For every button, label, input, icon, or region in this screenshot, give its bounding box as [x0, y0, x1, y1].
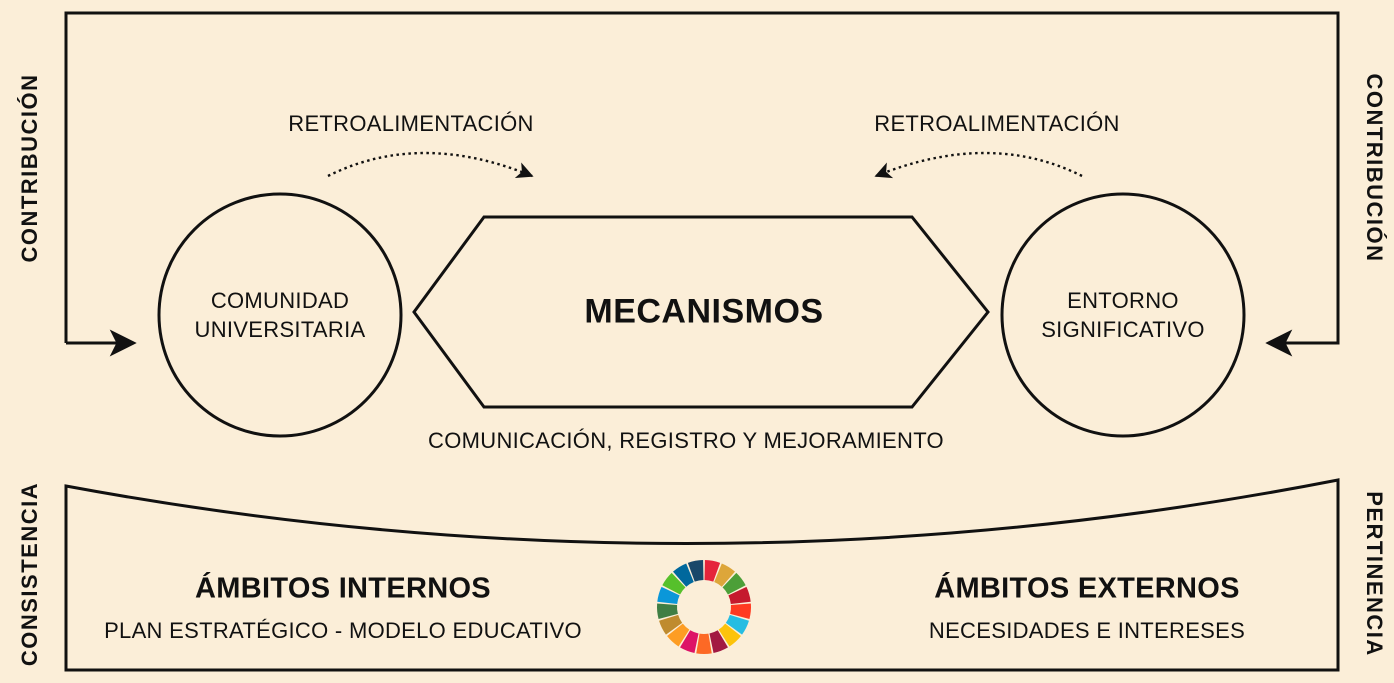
relevance-label: PERTINENCIA: [1362, 491, 1387, 657]
contribution-label-left: CONTRIBUCIÓN: [17, 73, 42, 263]
sdg-wheel-segment: [680, 630, 699, 654]
feedback-arrow-left: [327, 151, 534, 179]
sdg-wheel-segment: [718, 623, 741, 647]
university-community-circle: [157, 192, 403, 438]
sdg-wheel-segment: [728, 586, 751, 604]
environment-label: ENTORNO SIGNIFICATIVO: [1041, 286, 1205, 344]
external-scope-subtitle: NECESIDADES E INTERESES: [928, 618, 1246, 643]
feedback-arrow-right: [874, 151, 1083, 179]
sdg-wheel-segment: [714, 563, 735, 587]
sdg-wheel-segment: [725, 614, 749, 635]
consistency-label: CONSISTENCIA: [17, 481, 42, 667]
sdg-wheel-segment: [709, 630, 728, 654]
sdg-wheel-segment: [659, 614, 683, 635]
sdg-wheel-segment: [687, 560, 704, 582]
internal-scope-title: ÁMBITOS INTERNOS: [195, 572, 491, 605]
environment-line1: ENTORNO: [1067, 288, 1179, 313]
environment-circle: [1000, 192, 1246, 438]
sdg-wheel-segment: [657, 603, 678, 619]
sdg-wheel-segment: [730, 603, 751, 619]
sdg-wheel-segment: [673, 563, 694, 587]
mechanisms-caption: COMUNICACIÓN, REGISTRO Y MEJORAMIENTO: [428, 428, 944, 453]
feedback-label-left: RETROALIMENTACIÓN: [288, 111, 534, 136]
sdg-wheel-segment: [704, 560, 721, 582]
scope-panel: [64, 478, 1340, 672]
university-community-line1: COMUNIDAD: [210, 288, 350, 313]
environment-line2: SIGNIFICATIVO: [1041, 317, 1205, 342]
sdg-wheel-segment: [667, 623, 690, 647]
university-community-label: COMUNIDAD UNIVERSITARIA: [195, 286, 366, 344]
sdg-wheel-segment: [662, 572, 686, 595]
contribution-loop-line: [64, 11, 1340, 357]
sdg-wheel-segment: [722, 572, 746, 595]
sdg-wheel-segment: [696, 633, 712, 655]
internal-scope-subtitle: PLAN ESTRATÉGICO - MODELO EDUCATIVO: [104, 618, 582, 643]
mechanisms-label: MECANISMOS: [584, 292, 824, 331]
sdg-wheel-icon: [657, 560, 751, 655]
feedback-label-right: RETROALIMENTACIÓN: [874, 111, 1120, 136]
mechanisms-hexagon: [412, 215, 990, 409]
contribution-label-right: CONTRIBUCIÓN: [1362, 73, 1387, 263]
university-community-line2: UNIVERSITARIA: [194, 317, 366, 342]
sdg-wheel-segment: [657, 586, 680, 604]
external-scope-title: ÁMBITOS EXTERNOS: [934, 572, 1240, 605]
